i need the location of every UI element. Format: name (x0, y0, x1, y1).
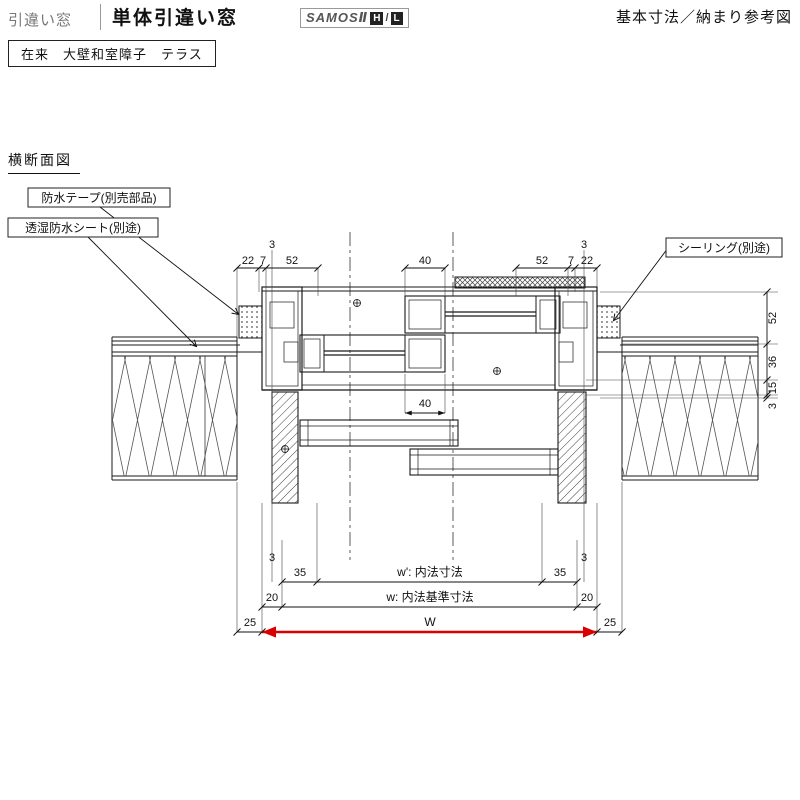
dim-bottom-20-right: 20 (581, 592, 593, 604)
shoji-panel-2 (409, 448, 559, 476)
header-note: 基本寸法／納まり参考図 (615, 9, 792, 26)
dim-right-3: 3 (767, 403, 779, 409)
dimension-lines (237, 267, 768, 633)
callout-sealing-label: シーリング(別途) (678, 240, 770, 255)
sealing-block (596, 305, 621, 339)
dim-mid-40: 40 (419, 398, 431, 410)
callout-moisture-sheet (7, 217, 159, 238)
construction-type-box: 在来 大壁和室障子 テラス (8, 40, 216, 67)
series-badge: SAMOSⅡ H / L (300, 8, 409, 28)
dim-bottom-35-right: 35 (554, 567, 566, 579)
dim-bottom-20-left: 20 (266, 592, 278, 604)
dim-right-52: 52 (767, 312, 779, 324)
page-title: 単体引違い窓 (112, 8, 239, 29)
dim-total-width-label: W (424, 615, 436, 629)
series-grade-l: L (390, 11, 403, 25)
right-wall-section (597, 336, 759, 481)
dim-top-22-left: 22 (242, 255, 254, 267)
header-divider (100, 4, 101, 30)
dim-top-7-right: 7 (568, 255, 574, 267)
insect-screen (454, 276, 586, 289)
dim-top-7-left: 7 (260, 255, 266, 267)
callout-moisture-sheet-label: 透湿防水シート(別途) (25, 220, 141, 235)
left-wall-section (111, 336, 262, 481)
dim-bottom-25-right: 25 (604, 617, 616, 629)
dim-right-15: 15 (767, 382, 779, 394)
construction-type-label: 在来 大壁和室障子 テラス (21, 47, 203, 62)
right-interior-casing (557, 391, 587, 504)
dim-top-40: 40 (419, 255, 431, 267)
series-grade-separator: / (385, 12, 389, 24)
shoji-panel-1 (299, 419, 459, 447)
dim-base-width-label: w: 内法基準寸法 (385, 589, 473, 604)
series-grade-h: H (370, 11, 384, 25)
waterproof-tape-block (238, 305, 263, 339)
callout-waterproof-tape (27, 187, 171, 208)
dim-top-3-right: 3 (581, 239, 587, 251)
dim-top-22-right: 22 (581, 255, 593, 267)
dim-bottom-3-right: 3 (581, 552, 587, 564)
dim-bottom-35-left: 35 (294, 567, 306, 579)
extension-lines (236, 250, 778, 632)
section-title: 横断面図 (8, 150, 80, 174)
window-frame-assembly (261, 286, 598, 391)
window-category-label: 引違い窓 (8, 12, 73, 29)
dim-right-36: 36 (767, 356, 779, 368)
exterior-sash (404, 295, 561, 334)
dim-top-52-right: 52 (536, 255, 548, 267)
dim-top-3-left: 3 (269, 239, 275, 251)
dim-top-52-left: 52 (286, 255, 298, 267)
dim-inner-width-label: w': 内法寸法 (396, 565, 463, 579)
series-name: SAMOSⅡ (306, 10, 369, 25)
callout-waterproof-tape-label: 防水テープ(別売部品) (41, 190, 156, 205)
centerlines (349, 232, 454, 560)
dim-bottom-25-left: 25 (244, 617, 256, 629)
dim-bottom-3-left: 3 (269, 552, 275, 564)
fastener-symbols (281, 299, 501, 453)
interior-sash (299, 334, 446, 373)
callout-sealing (665, 237, 783, 258)
